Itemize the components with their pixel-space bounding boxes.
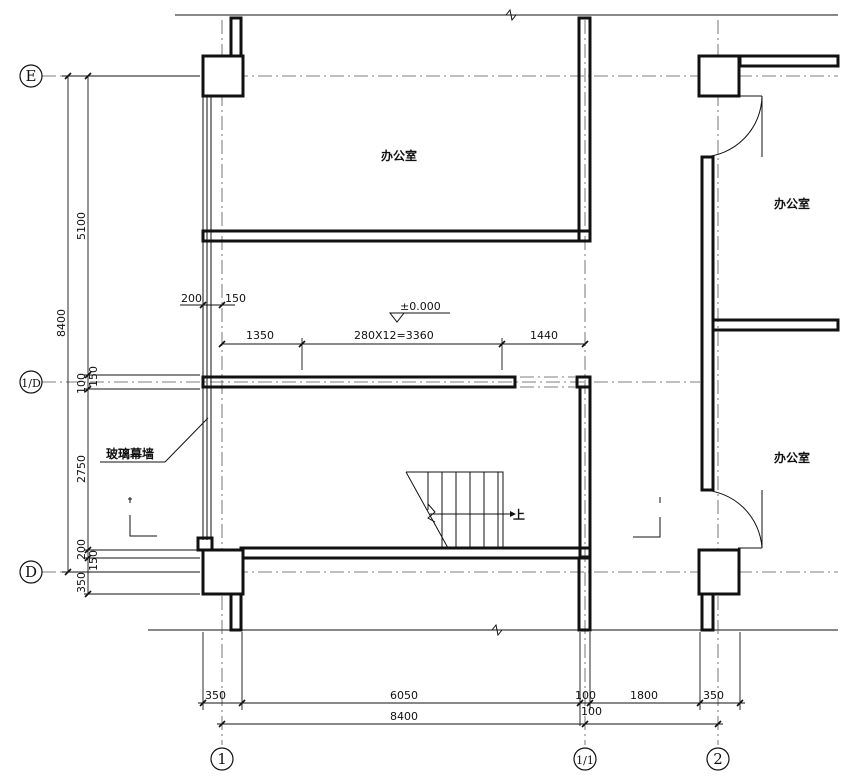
axis-bubble-E: E bbox=[19, 64, 43, 88]
room-label-office-top: 办公室 bbox=[381, 148, 417, 163]
dim-150-left-a: 150 bbox=[87, 366, 100, 387]
stair-dim-right: 1440 bbox=[530, 329, 558, 342]
break-lines bbox=[148, 8, 838, 637]
room-label-office-right-top: 办公室 bbox=[774, 196, 810, 211]
stair-dim-run: 280X12=3360 bbox=[354, 329, 434, 342]
axis-label-D: D bbox=[25, 563, 37, 581]
left-dimensions: 8400 5100 100 150 2750 200 150 350 bbox=[55, 72, 200, 598]
room-labels: 办公室 办公室 办公室 bbox=[381, 148, 810, 465]
wall-thickness-dims: 200 150 bbox=[180, 292, 246, 309]
glass-wall-callout: 玻璃幕墙 bbox=[100, 417, 209, 463]
stair-dim-left: 1350 bbox=[246, 329, 274, 342]
axis-bubble-half-D: 1/D bbox=[19, 370, 43, 394]
level-marker: ±0.000 bbox=[388, 300, 450, 323]
axis-label-half-1: 1/1 bbox=[576, 754, 594, 767]
dim-150-left-b: 150 bbox=[87, 550, 100, 571]
dim-2750: 2750 bbox=[75, 455, 88, 483]
axis-label-1: 1 bbox=[217, 750, 227, 768]
glass-wall-label: 玻璃幕墙 bbox=[106, 446, 154, 461]
axis-bubble-2: 2 bbox=[706, 747, 730, 771]
dim-350-bottom-b: 350 bbox=[703, 689, 724, 702]
dim-1800: 1800 bbox=[630, 689, 658, 702]
dim-5100: 5100 bbox=[75, 212, 88, 240]
axis-label-E: E bbox=[26, 67, 37, 85]
axis-bubbles: E 1/D D 1 1/1 2 bbox=[19, 64, 730, 771]
stair-dimension: 1350 280X12=3360 1440 bbox=[218, 329, 589, 370]
dim-350-left: 350 bbox=[75, 572, 88, 593]
section-marks bbox=[128, 497, 661, 538]
dim-350-bottom-a: 350 bbox=[205, 689, 226, 702]
wall-dim-150: 150 bbox=[225, 292, 246, 305]
axis-label-2: 2 bbox=[713, 750, 723, 768]
room-label-office-right-bottom: 办公室 bbox=[774, 450, 810, 465]
dim-8400-vertical: 8400 bbox=[55, 309, 68, 337]
grid-lines bbox=[42, 20, 838, 745]
stair: 上 bbox=[405, 471, 525, 549]
level-label: ±0.000 bbox=[400, 300, 441, 313]
axis-bubble-D: D bbox=[19, 560, 43, 584]
dim-100-left: 100 bbox=[75, 373, 88, 394]
bottom-dimensions: 350 6050 100 1800 350 100 8400 bbox=[198, 632, 745, 728]
axis-bubble-1: 1 bbox=[210, 747, 234, 771]
axis-label-half-D: 1/D bbox=[21, 377, 41, 390]
doors bbox=[701, 95, 763, 549]
stair-up-label: 上 bbox=[513, 507, 525, 522]
dim-200-left: 200 bbox=[75, 539, 88, 560]
dim-100-bottom-a: 100 bbox=[575, 689, 596, 702]
columns bbox=[201, 54, 741, 596]
dim-6050: 6050 bbox=[390, 689, 418, 702]
walls bbox=[196, 16, 840, 632]
wall-dim-200: 200 bbox=[181, 292, 202, 305]
axis-bubble-half-1: 1/1 bbox=[573, 747, 597, 771]
dim-100-bottom-b: 100 bbox=[581, 705, 602, 718]
dim-8400-horizontal: 8400 bbox=[390, 710, 418, 723]
